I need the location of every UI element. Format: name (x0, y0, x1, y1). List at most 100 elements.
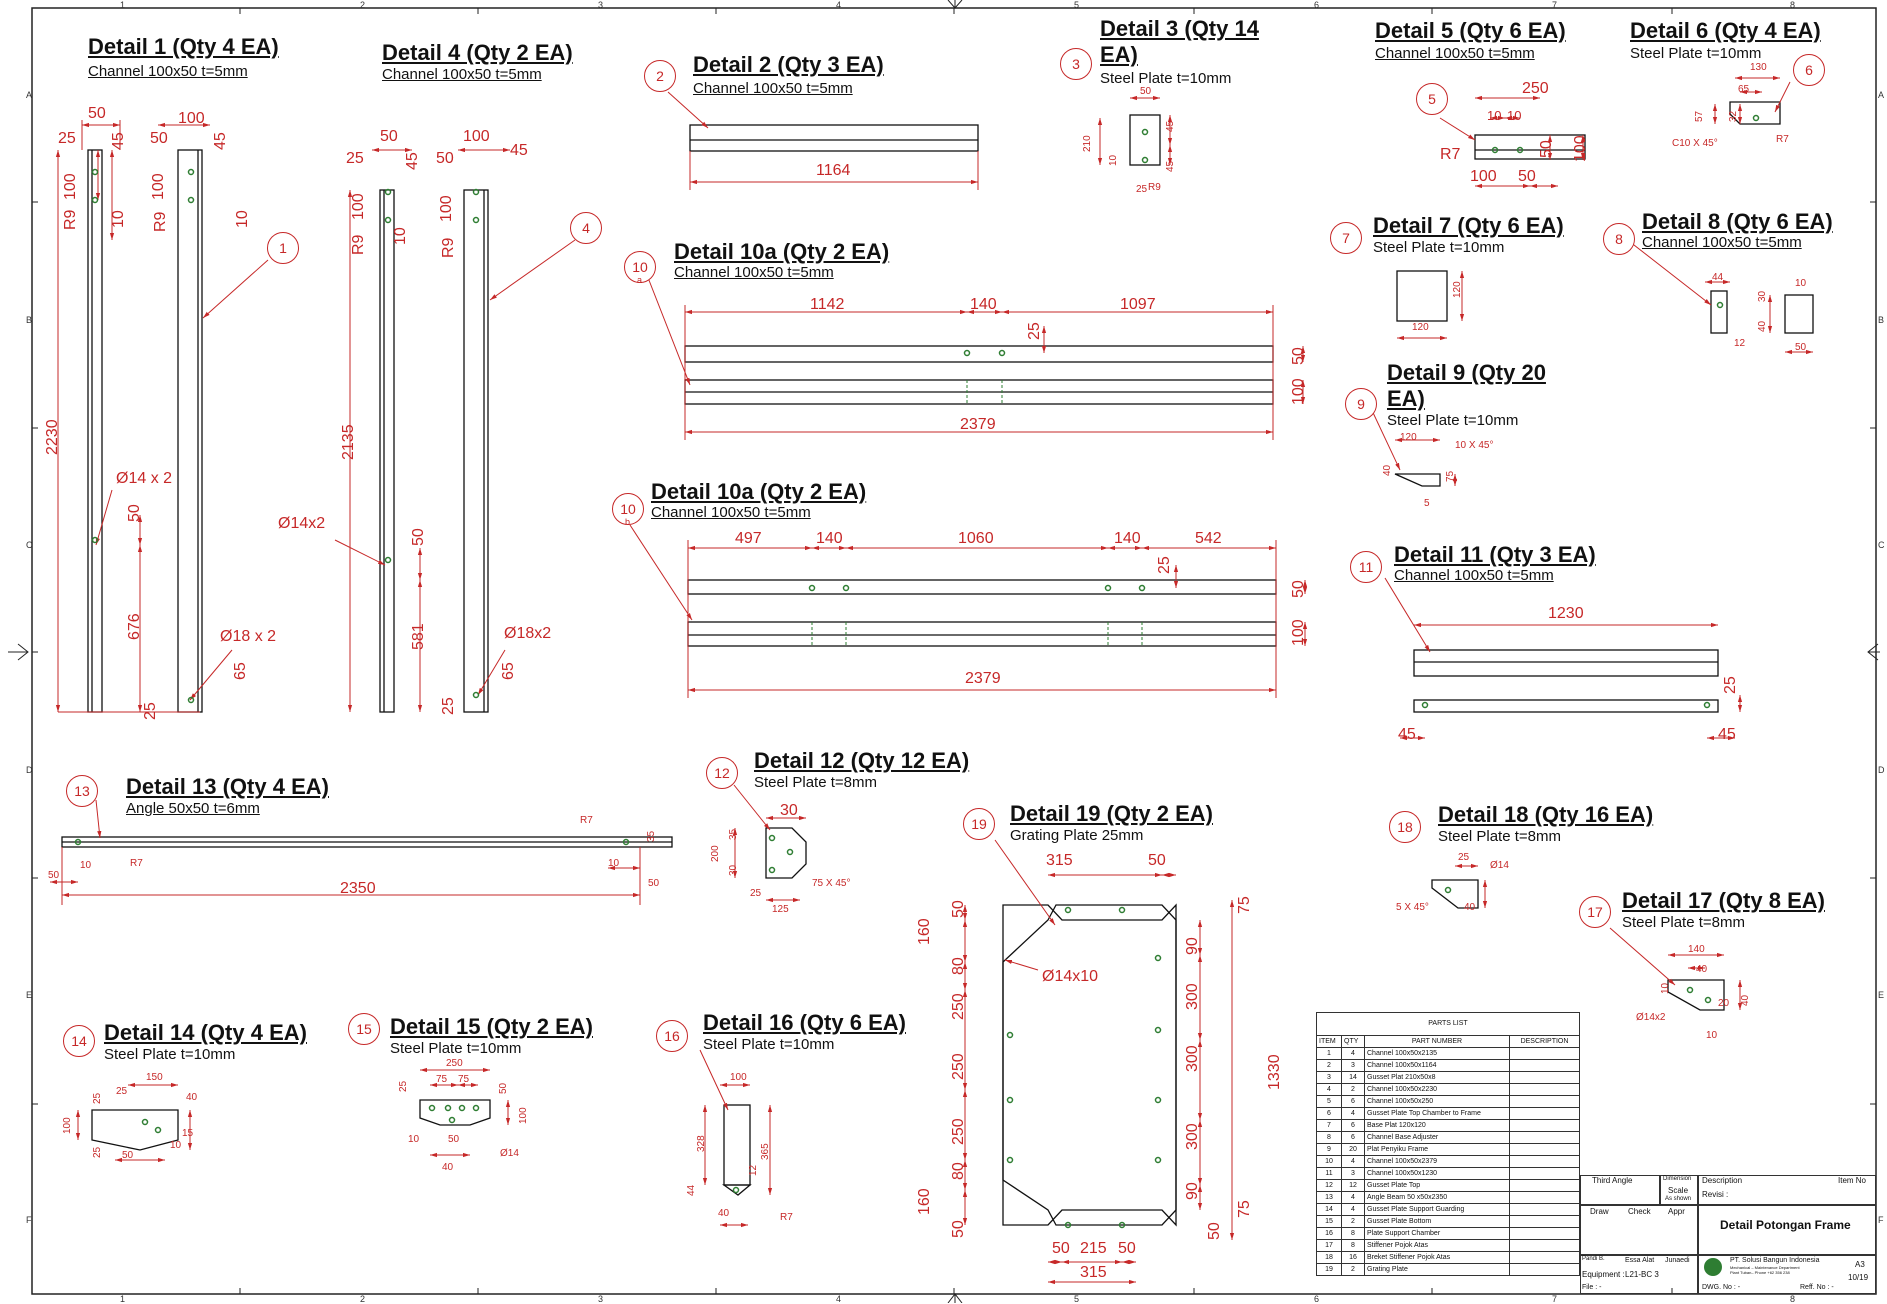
dimension-label: 100 (1290, 619, 1307, 646)
dimension-label: 45 (1398, 726, 1416, 743)
hole (1154, 1156, 1162, 1164)
dimension-label: 35 (728, 828, 739, 840)
dimension-label: 40 (442, 1162, 454, 1173)
dimension-label: 50 (648, 878, 660, 889)
detail-5-material: Channel 100x50 t=5mm (1375, 45, 1535, 62)
detail-4-channel (379, 189, 395, 713)
leader-line (189, 649, 233, 701)
dimension-label: Ø14 x 2 (116, 470, 173, 487)
balloon-16: 16 (656, 1020, 688, 1052)
leader-line (667, 91, 709, 129)
tb-scale-label: Scale (1668, 1186, 1689, 1195)
dimension-label: Ø14 (500, 1148, 519, 1159)
dimension-label: 50 (48, 870, 60, 881)
hole (1716, 301, 1724, 309)
dimension-label: Ø14x10 (1042, 968, 1099, 985)
parts-list-cell: 1 (1316, 1047, 1342, 1060)
parts-list-cell: Channel 100x50x1164 (1364, 1059, 1510, 1072)
dimension-label: 120 (1452, 281, 1463, 298)
tb-dimension: Dimension (1663, 1176, 1692, 1182)
tb-equipment-label: Equipment : (1582, 1270, 1625, 1279)
parts-list-cell: 12 (1316, 1179, 1342, 1192)
dimension-label: 10 (392, 227, 409, 245)
detail-14-plate (91, 1109, 179, 1151)
balloon-15: 15 (348, 1013, 380, 1045)
dimension-label: 100 (438, 195, 455, 222)
dimension-label: 12 (1734, 338, 1746, 349)
dimension-label: 25 (58, 130, 76, 147)
parts-list-cell: 6 (1341, 1131, 1365, 1144)
dimension-label: R7 (1776, 134, 1789, 145)
dimension-label: 25 (116, 1086, 128, 1097)
dimension-label: R7 (130, 858, 143, 869)
detail-18-title: Detail 18 (Qty 16 EA) (1438, 802, 1654, 827)
dimension-label: 45 (110, 132, 127, 150)
zone-label: 7 (1552, 0, 1558, 10)
parts-list-title: PARTS LIST (1316, 1012, 1580, 1036)
dimension-label: 40 (1757, 320, 1768, 332)
dimension-label: 1060 (958, 530, 994, 547)
hole (1006, 1096, 1014, 1104)
balloon-8: 8 (1603, 223, 1635, 255)
balloon-10b-number: 10 (620, 501, 636, 517)
dimension-label: 200 (710, 845, 721, 862)
leader-line (644, 269, 691, 386)
parts-list-cell (1509, 1095, 1580, 1108)
detail-10a-top (684, 345, 1274, 363)
dimension-label: 150 (146, 1072, 163, 1083)
dimension-label: 100 (178, 110, 205, 127)
dimension-label: 65 (500, 662, 517, 680)
balloon-17: 17 (1579, 896, 1611, 928)
hole (444, 1104, 452, 1112)
tb-company-sub2: Plant Tuban– Phone +62 356 238 (1730, 1270, 1790, 1275)
dimension-label: 45 (404, 152, 421, 170)
detail-9-title-cont: EA) (1387, 386, 1425, 411)
dimension-label: 2350 (340, 880, 376, 897)
parts-list-cell (1509, 1203, 1580, 1216)
detail-1-title: Detail 1 (Qty 4 EA) (88, 34, 279, 59)
center-mark (1867, 643, 1880, 661)
tb-pandi-label: Pandi B. (1582, 1256, 1605, 1262)
detail-10b-title: Detail 10a (Qty 2 EA) (651, 479, 867, 504)
zone-label: 3 (598, 0, 604, 10)
parts-list-cell (1509, 1263, 1580, 1276)
dimension-label: R9 (1148, 182, 1161, 193)
dimension-label: 100 (350, 193, 367, 220)
detail-8-channel (1710, 290, 1728, 334)
detail-7-title: Detail 7 (Qty 6 EA) (1373, 213, 1564, 238)
hole (1516, 146, 1524, 154)
hole (472, 1104, 480, 1112)
dimension-label: 315 (1046, 852, 1073, 869)
dimension-label: 50 (1206, 1222, 1223, 1240)
zone-label: F (26, 1215, 32, 1225)
dimension-label: 300 (1184, 1045, 1201, 1072)
detail-10b-top (687, 579, 1277, 595)
parts-list-cell (1509, 1167, 1580, 1180)
dimension-label: 25 (1026, 322, 1043, 340)
dimension-label: 25 (1458, 852, 1470, 863)
balloon-10a-suffix: a (637, 275, 643, 285)
parts-list-header: DESCRIPTION (1509, 1035, 1580, 1048)
tb-company: PT. Solusi Bangun Indonesia (1730, 1257, 1820, 1264)
detail-14-title: Detail 14 (Qty 4 EA) (104, 1020, 307, 1045)
dimension-label: 25 (440, 697, 457, 715)
detail-2-title: Detail 2 (Qty 3 EA) (693, 52, 884, 77)
parts-list-cell: 10 (1316, 1155, 1342, 1168)
balloon-18: 18 (1389, 811, 1421, 843)
parts-list-cell (1509, 1239, 1580, 1252)
hole (428, 1104, 436, 1112)
leader-line (95, 489, 113, 546)
parts-list-cell: 16 (1316, 1227, 1342, 1240)
dimension-label: 57 (1694, 110, 1705, 122)
dimension-label: 10 (80, 860, 92, 871)
dimension-label: 581 (410, 623, 427, 650)
dimension-label: 100 (62, 173, 79, 200)
dimension-label: 30 (1757, 290, 1768, 302)
dimension-label: 2230 (44, 419, 61, 455)
detail-12-material: Steel Plate t=8mm (754, 774, 877, 791)
hole (786, 848, 794, 856)
